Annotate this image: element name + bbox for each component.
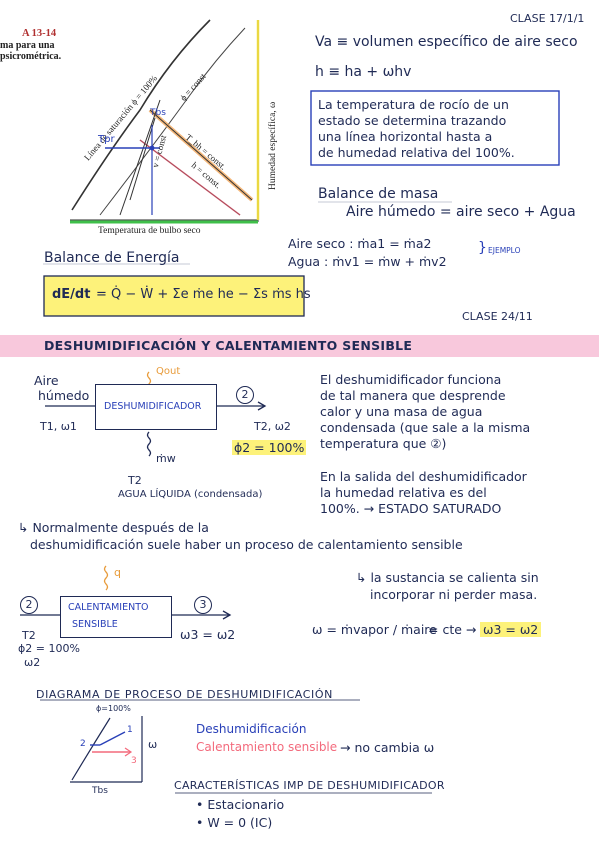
dew-line: estado se determina trazando — [318, 113, 507, 128]
diagram-point-2: 2 — [80, 739, 86, 749]
heating-box-line2: SENSIBLE — [72, 619, 118, 630]
energy-lhs: dE/dt — [52, 287, 91, 302]
state-2-marker: 2 — [236, 386, 254, 404]
diagram-phi-label: ϕ=100% — [96, 704, 131, 713]
y-axis-label: Humedad específica, ω — [268, 101, 278, 190]
caption-line2: psicrométrica. — [0, 51, 62, 62]
characteristic-item: • W = 0 (IC) — [196, 815, 273, 830]
inlet-state: T1, ω1 — [40, 420, 77, 433]
state-3-marker: 3 — [194, 596, 212, 614]
agua-liquida-label: AGUA LÍQUIDA (condensada) — [118, 489, 263, 500]
tpr-label: Tpr — [98, 134, 115, 145]
qout-label: Qout — [156, 366, 181, 377]
aire-seco-eq: Aire seco : ṁa1 = ṁa2 — [288, 236, 432, 251]
characteristic-item: • Estacionario — [196, 797, 285, 812]
heating-in-phi2: ϕ2 = 100% — [18, 642, 80, 655]
heating-in-t2: T2 — [22, 629, 36, 642]
desc-line: En la salida del deshumidificador — [320, 469, 527, 484]
va-definition: Va ≡ volumen específico de aire seco — [315, 34, 578, 50]
heating-out-w3: ω3 = ω2 — [180, 627, 236, 642]
heating-in-w2: ω2 — [24, 656, 41, 669]
characteristics-title: CARACTERÍSTICAS IMP DE DESHUMIDIFICADOR — [174, 779, 445, 792]
diagram-title: DIAGRAMA DE PROCESO DE DESHUMIDIFICACIÓN — [36, 688, 333, 701]
clase1-header: CLASE 17/1/1 — [510, 12, 585, 25]
inlet-label-1: Aire — [34, 373, 59, 388]
legend-dehum: Deshumidificación — [196, 722, 307, 736]
energy-title: Balance de Energía — [44, 250, 180, 266]
caption-line1: ma para una — [0, 40, 55, 51]
tbs-chart-label: Tbs — [150, 108, 166, 118]
heating-note-1: ↳ la sustancia se calienta sin — [356, 570, 539, 585]
desc-line: temperatura que ②) — [320, 436, 447, 451]
desc-line: condensada (que sale a la misma — [320, 420, 531, 435]
dew-line: una línea horizontal hasta a — [318, 129, 493, 144]
omega-eq-rhs: = cte → — [428, 622, 477, 637]
fig-label: A 13-14 — [22, 28, 57, 39]
outlet-state: T2, ω2 — [254, 420, 291, 433]
diagram-tbs-label: Tbs — [92, 786, 108, 796]
diagram-w-label: ω — [148, 738, 158, 751]
t2-label: T2 — [128, 474, 142, 487]
desc-line: de tal manera que desprende — [320, 388, 506, 403]
dew-box-border — [310, 90, 560, 166]
legend-note: → no cambia ω — [340, 740, 435, 755]
heating-note-2: incorporar ni perder masa. — [370, 587, 538, 602]
mass-balance-title: Balance de masa — [318, 186, 439, 202]
agua-eq: Agua : ṁv1 = ṁw + ṁv2 — [288, 254, 447, 269]
desc-line: 100%. → ESTADO SATURADO — [320, 501, 502, 516]
inlet-label-2: húmedo — [38, 388, 90, 403]
diagram-point-1: 1 — [127, 725, 133, 735]
x-axis-label: Temperatura de bulbo seco — [98, 226, 201, 236]
omega-eq-lhs: ω = ṁvapor / ṁaire — [312, 622, 437, 637]
normally-line2: deshumidificación suele haber un proceso… — [30, 537, 463, 552]
mw-label: ṁw — [156, 452, 176, 465]
omega-result: ω3 = ω2 — [480, 622, 542, 637]
legend-heating: Calentamiento sensible — [196, 740, 338, 754]
ejemplo-tag: EJEMPLO — [488, 246, 521, 255]
dew-box-text: La temperatura de rocío de un estado se … — [318, 97, 515, 161]
dehum-description: El deshumidificador funciona de tal mane… — [320, 372, 530, 452]
dehumidifier-box — [95, 384, 217, 430]
desc-line: El deshumidificador funciona — [320, 372, 502, 387]
normally-line1: ↳ Normalmente después de la — [18, 520, 209, 535]
phi2-label: ϕ2 = 100% — [232, 440, 307, 455]
energy-box — [43, 275, 305, 317]
clase2-header: CLASE 24/11 — [462, 310, 533, 323]
dehum-outlet-description: En la salida del deshumidificador la hum… — [320, 469, 527, 517]
brace: } — [478, 240, 487, 256]
mass-balance-eq: Aire húmedo = aire seco + Agua — [346, 204, 576, 220]
energy-rhs: = Q̇ − Ẇ + Σe ṁe he − Σs ṁs hs — [96, 287, 311, 302]
h-definition: h ≡ ha + ωhv — [315, 64, 412, 80]
section-title: DESHUMIDIFICACIÓN Y CALENTAMIENTO SENSIB… — [44, 338, 413, 353]
desc-line: calor y una masa de agua — [320, 404, 483, 419]
heating-box — [60, 596, 172, 638]
psychrometric-chart — [70, 12, 260, 224]
process-diagram — [70, 716, 143, 783]
dehumidifier-label: DESHUMIDIFICADOR — [104, 401, 202, 412]
heating-q: q — [114, 566, 121, 579]
heating-box-line1: CALENTAMIENTO — [68, 602, 149, 613]
diagram-point-3: 3 — [131, 756, 137, 766]
dew-line: de humedad relativa del 100%. — [318, 145, 515, 160]
desc-line: la humedad relativa es del — [320, 485, 487, 500]
section-banner — [0, 335, 599, 357]
state-2-marker-heating: 2 — [20, 596, 38, 614]
dew-line: La temperatura de rocío de un — [318, 97, 509, 112]
